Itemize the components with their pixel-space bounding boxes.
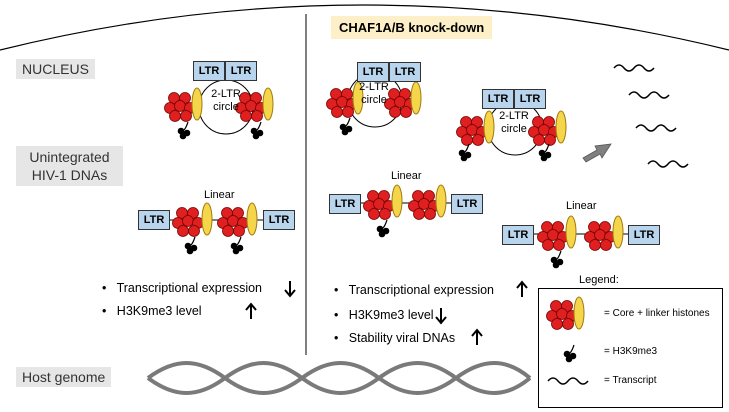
knockdown-title: CHAF1A/B knock-down — [331, 16, 493, 39]
left-bullet-arrows — [245, 281, 296, 319]
unintegrated-line1: Unintegrated — [29, 149, 110, 165]
host-genome-label: Host genome — [16, 367, 112, 387]
transcripts — [613, 64, 689, 168]
bullet-text: Transcriptional expression — [116, 281, 263, 295]
unintegrated-label: Unintegrated HIV-1 DNAs — [16, 146, 123, 186]
right-linear-dna-1 — [359, 184, 452, 238]
ltr-box: LTR — [482, 89, 514, 109]
unintegrated-line2: HIV-1 DNAs — [31, 167, 108, 183]
right-linear-dna-2 — [531, 215, 630, 269]
legend-item-histones: = Core + linker histones — [604, 308, 710, 319]
nucleus-label: NUCLEUS — [16, 59, 95, 79]
legend-item-h3k9me3: = H3K9me3 — [604, 346, 658, 357]
left-bullet-1: • Transcriptional expression — [102, 281, 263, 295]
right-linear-label-2: Linear — [566, 200, 597, 212]
circle-label-line2: circle — [361, 94, 387, 106]
bullet-text: Stability viral DNAs — [348, 331, 456, 345]
ltr-box: LTR — [502, 225, 534, 245]
circle-label-line2: circle — [501, 123, 527, 135]
ltr-box: LTR — [263, 210, 295, 230]
ltr-box: LTR — [451, 194, 483, 214]
legend-title: Legend: — [579, 274, 619, 286]
right-circle-label-2: 2-LTR circle — [494, 110, 534, 136]
circle-label-line1: 2-LTR — [499, 110, 529, 122]
right-bullet-1: • Transcriptional expression — [334, 283, 495, 297]
bullet-text: Transcriptional expression — [348, 283, 495, 297]
left-circle-label: 2-LTR circle — [206, 88, 246, 114]
legend-box — [538, 288, 723, 408]
right-linear-label-1: Linear — [391, 170, 422, 182]
ltr-box: LTR — [329, 194, 361, 214]
transcription-arrow — [582, 143, 612, 163]
host-genome-helix — [146, 361, 532, 395]
nuclear-envelope — [0, 4, 729, 51]
right-bullet-3: • Stability viral DNAs — [334, 331, 456, 345]
right-bullet-2: • H3K9me3 level — [334, 308, 434, 322]
ltr-box: LTR — [193, 61, 225, 81]
left-linear-label: Linear — [204, 189, 235, 201]
bullet-text: H3K9me3 level — [348, 308, 434, 322]
right-circle-label-1: 2-LTR circle — [354, 81, 394, 107]
circle-label-line1: 2-LTR — [211, 88, 241, 100]
right-bullet-arrows — [435, 280, 528, 345]
bullet-text: H3K9me3 level — [116, 304, 202, 318]
left-bullet-2: • H3K9me3 level — [102, 304, 202, 318]
circle-label-line1: 2-LTR — [359, 81, 389, 93]
ltr-box: LTR — [628, 225, 660, 245]
ltr-box: LTR — [389, 62, 421, 82]
ltr-box: LTR — [514, 89, 546, 109]
left-linear-dna — [167, 202, 265, 255]
ltr-box: LTR — [225, 61, 257, 81]
legend-item-transcript: = Transcript — [604, 375, 657, 386]
circle-label-line2: circle — [213, 101, 239, 113]
ltr-box: LTR — [357, 62, 389, 82]
ltr-box: LTR — [138, 210, 170, 230]
